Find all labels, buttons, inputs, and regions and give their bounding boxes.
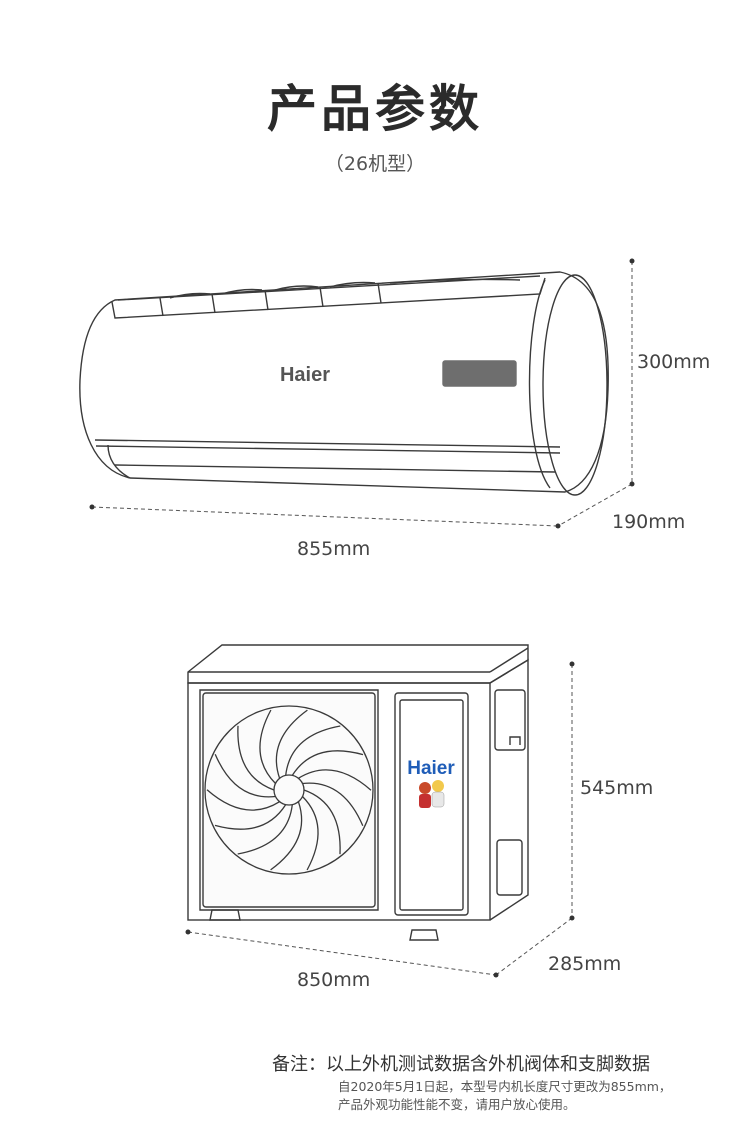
note-block: 备注：以上外机测试数据含外机阀体和支脚数据 自2020年5月1日起，本型号内机长… xyxy=(272,1052,742,1114)
fan-blade xyxy=(302,796,319,871)
note-main: 备注：以上外机测试数据含外机阀体和支脚数据 xyxy=(272,1054,650,1075)
note-line-1: 自2020年5月1日起，本型号内机长度尺寸更改为855mm， xyxy=(338,1079,672,1094)
page-title: 产品参数 xyxy=(267,80,483,138)
indoor-height-label: 300mm xyxy=(637,351,711,373)
fan-blade xyxy=(206,789,280,811)
indoor-unit-drawing xyxy=(79,271,609,496)
indoor-width-label: 855mm xyxy=(297,538,371,560)
fan-blade xyxy=(237,725,275,791)
indoor-brand-logo: Haier xyxy=(280,364,330,386)
note-line-2: 产品外观功能性能不变，请用户放心使用。 xyxy=(338,1097,576,1112)
outdoor-height-label: 545mm xyxy=(580,777,654,799)
fan-blade xyxy=(291,750,364,776)
fan-blade xyxy=(302,782,364,827)
outdoor-brand-logo: Haier xyxy=(407,758,455,779)
mascot-illustration xyxy=(419,780,445,808)
fan-blade xyxy=(303,789,341,855)
indoor-dimension-lines xyxy=(91,261,633,527)
fan-blade xyxy=(259,709,276,784)
fan-blade xyxy=(214,804,287,830)
fan-blade xyxy=(214,753,276,798)
fan-blade xyxy=(298,769,372,791)
indoor-depth-label: 190mm xyxy=(612,511,686,533)
fan-grill xyxy=(204,705,374,875)
fan-blade xyxy=(275,709,308,779)
indoor-dimension-dots xyxy=(89,258,635,529)
fan-blade xyxy=(285,725,341,776)
outdoor-depth-label: 285mm xyxy=(548,953,622,975)
outdoor-dimension-lines xyxy=(187,664,573,976)
fan-blade xyxy=(237,804,293,855)
model-subtitle: （26机型） xyxy=(324,153,426,175)
outdoor-width-label: 850mm xyxy=(297,969,371,991)
fan-blade xyxy=(270,801,303,871)
outdoor-unit-drawing xyxy=(187,644,529,941)
outdoor-dimension-dots xyxy=(185,661,575,978)
